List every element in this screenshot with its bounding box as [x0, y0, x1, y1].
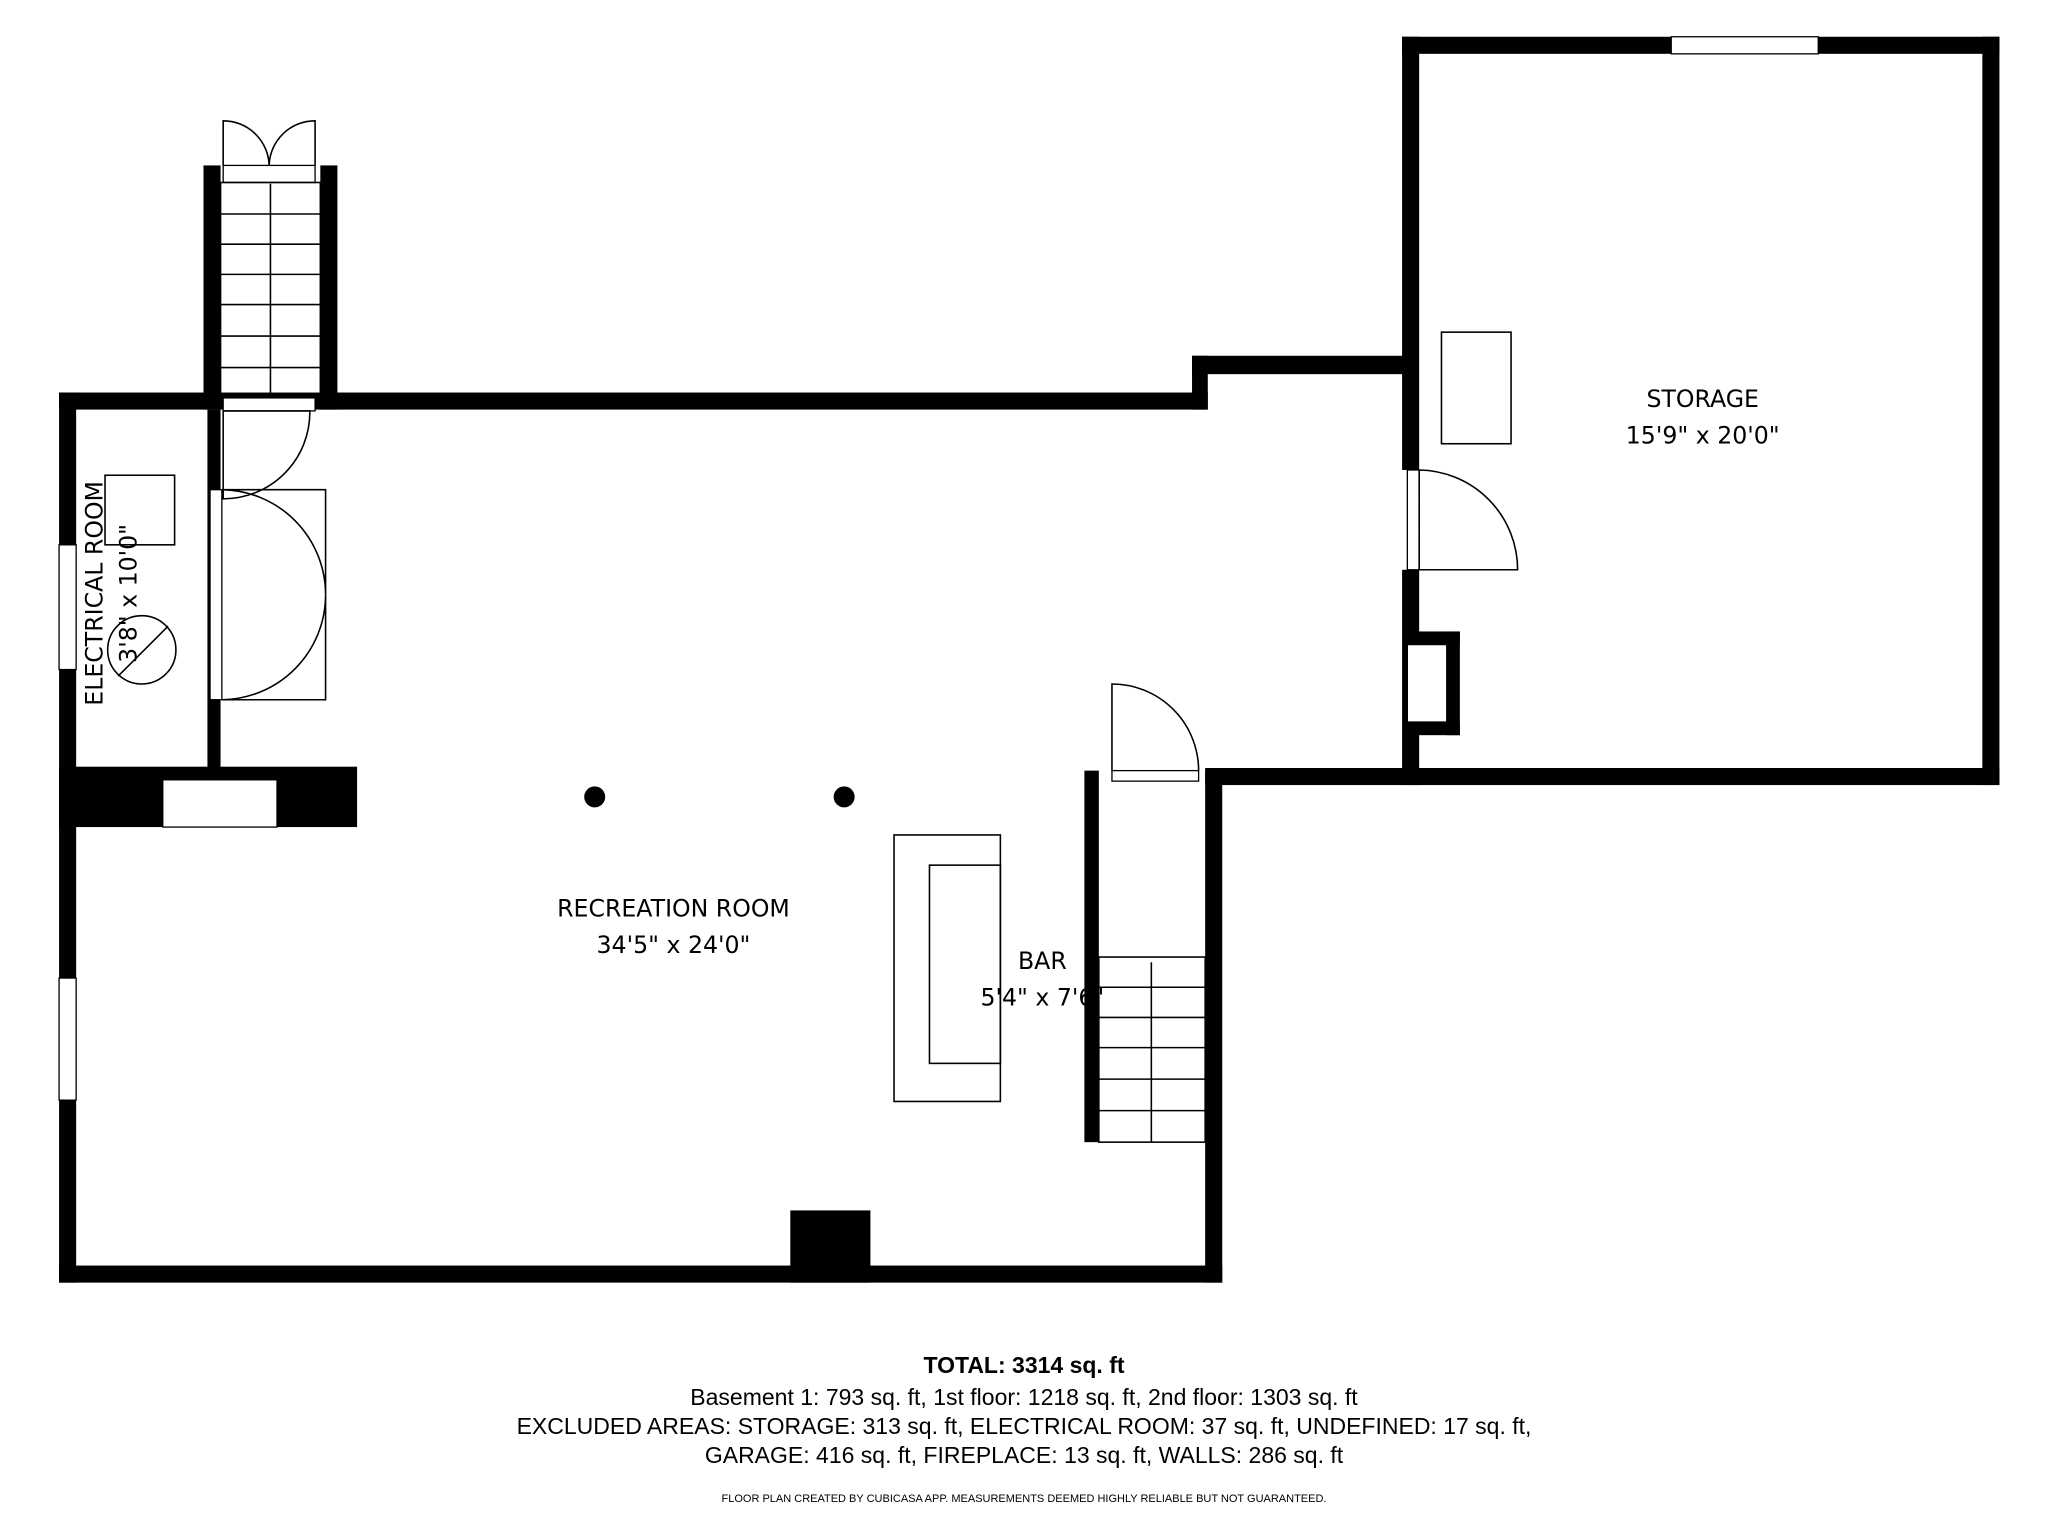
columns: [584, 786, 855, 808]
floor-areas: Basement 1: 793 sq. ft, 1st floor: 1218 …: [690, 1384, 1358, 1410]
bar-size: 5'4" x 7'6": [980, 984, 1104, 1012]
openings: [58, 36, 1819, 1101]
excluded-areas-1: EXCLUDED AREAS: STORAGE: 313 sq. ft, ELE…: [516, 1413, 1532, 1439]
recreation-size: 34'5" x 24'0": [597, 931, 751, 959]
bar-name: BAR: [1018, 947, 1067, 975]
total-area: TOTAL: 3314 sq. ft: [923, 1352, 1125, 1378]
storage-size: 15'9" x 20'0": [1626, 422, 1780, 450]
electrical-size: 3'8" x 10'0": [115, 524, 143, 663]
excluded-areas-2: GARAGE: 416 sq. ft, FIREPLACE: 13 sq. ft…: [704, 1442, 1344, 1468]
electrical-name: ELECTRICAL ROOM: [80, 481, 108, 706]
walls: [59, 36, 2000, 1283]
fixtures: [104, 119, 1519, 1143]
storage-name: STORAGE: [1646, 385, 1758, 413]
credit-note: FLOOR PLAN CREATED BY CUBICASA APP. MEAS…: [721, 1493, 1327, 1505]
recreation-name: RECREATION ROOM: [557, 894, 790, 922]
